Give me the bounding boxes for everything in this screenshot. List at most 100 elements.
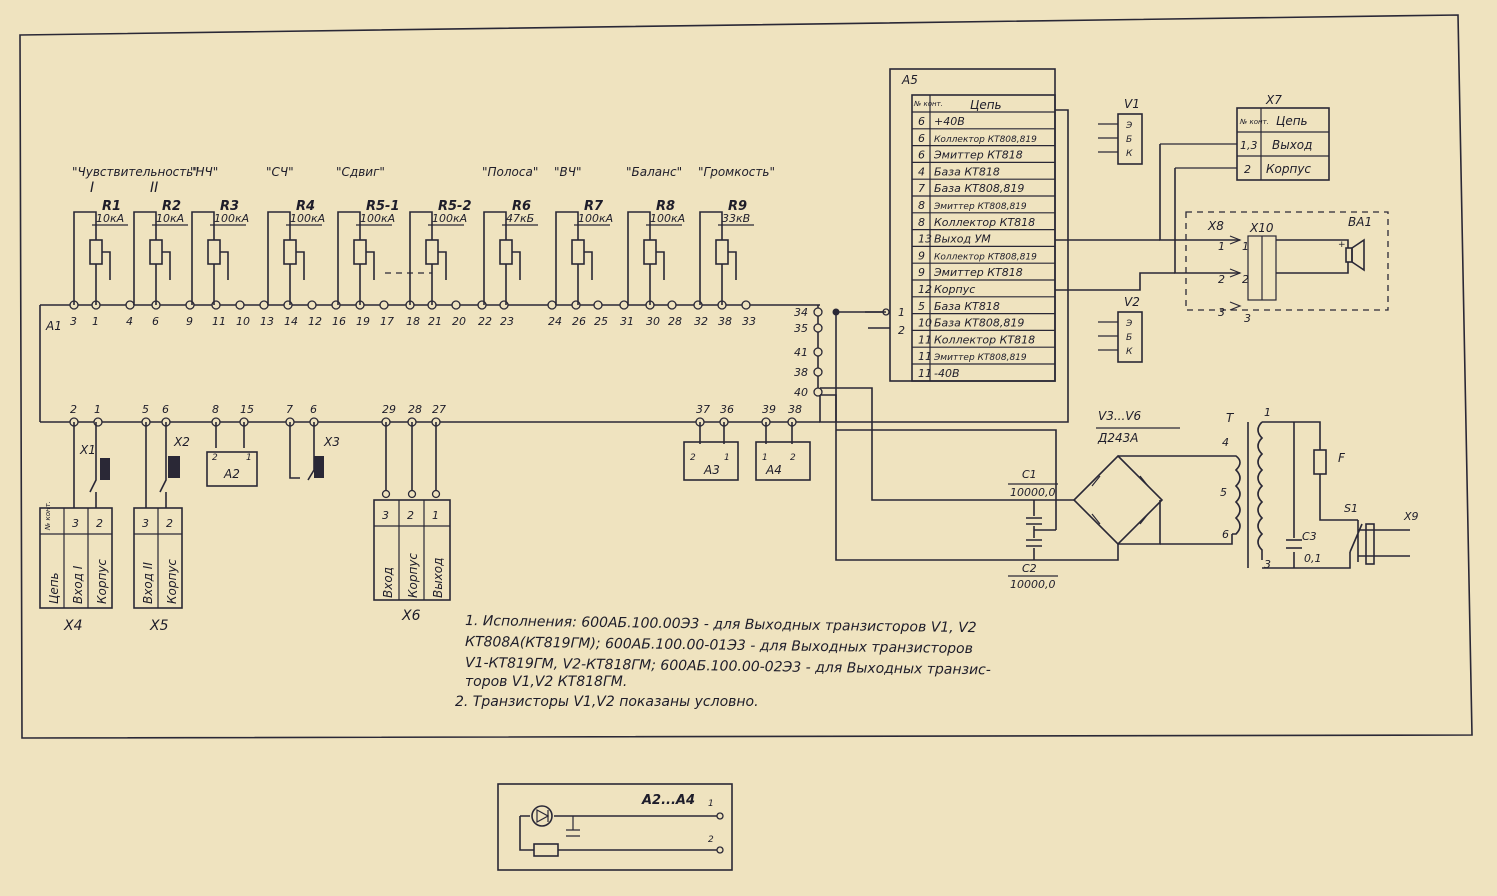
- pot-ref: R1: [102, 199, 121, 214]
- a1-top-pin-label: 23: [500, 315, 514, 328]
- a5-row-net: Выход УМ: [934, 233, 991, 246]
- v1-pin-k: К: [1126, 149, 1133, 159]
- notes: 1. Исполнения: 600АБ.100.00Э3 - для Выхо…: [455, 613, 991, 710]
- t-ref: T: [1226, 411, 1235, 425]
- a5-row-num: 6: [918, 115, 925, 128]
- a5-row-num: 7: [918, 182, 925, 195]
- a3-module: A3 2 1: [683, 422, 739, 481]
- a1-top-pin-label: 20: [452, 315, 466, 328]
- fuse-ref: F: [1338, 451, 1346, 465]
- pot-value: 100кА: [360, 212, 395, 225]
- x7-row1-num: 1,3: [1240, 139, 1258, 152]
- x5-label: X5: [149, 618, 169, 634]
- a5-row-net: База КТ818: [934, 165, 1000, 178]
- x6-h2: 1: [432, 509, 439, 522]
- a2-pin-2: 2: [212, 453, 218, 463]
- bridge-type: Д243А: [1097, 431, 1139, 445]
- a5-row-net: Эмиттер КТ808,819: [933, 353, 1027, 363]
- a4-pin-1: 1: [762, 453, 768, 463]
- transformer-secondary-icon: [1232, 455, 1241, 535]
- v1-transistor: V1 Э Б К: [1098, 97, 1143, 165]
- pot-value: 33кВ: [722, 212, 750, 225]
- a1-top-pin: [235, 300, 245, 310]
- controls-group: R110кА"Чувствительность"IR210кАIIR3100кА…: [72, 165, 775, 305]
- x7-row1-net: Выход: [1272, 138, 1312, 152]
- a5-row-num: 6: [918, 132, 925, 145]
- c3-ref: C3: [1302, 530, 1317, 543]
- x7-row2-net: Корпус: [1266, 162, 1311, 176]
- a3-label: A3: [703, 463, 720, 477]
- a1-bottom-pin-label: 36: [720, 403, 734, 416]
- x5-h0: 3: [142, 517, 149, 530]
- t-pin-3: 3: [1264, 558, 1271, 571]
- v2-pin-b: Б: [1126, 333, 1132, 343]
- x10-pin-3: 3: [1244, 312, 1251, 325]
- pot-value: 47кБ: [506, 212, 534, 225]
- t-pin-5: 5: [1220, 486, 1227, 499]
- a1-top-pin-label: 24: [548, 315, 562, 328]
- x1-label: X1: [79, 443, 96, 457]
- pot-value: 100кА: [578, 212, 613, 225]
- a1-bottom-pin-label: 38: [788, 403, 802, 416]
- bridge-ref: V3...V6: [1098, 409, 1141, 423]
- v2-transistor: V2 Э Б К: [1098, 295, 1143, 363]
- a1-top-pin: [741, 300, 751, 310]
- a5-header-num: № конт.: [913, 100, 943, 108]
- a1-top-pin: [259, 300, 269, 310]
- a1-top-pin-label: 25: [594, 315, 608, 328]
- a1-top-pin-label: 1: [92, 315, 99, 328]
- a1-right-pin: [813, 323, 823, 333]
- x8-label: X8: [1207, 219, 1224, 233]
- a5-row-num: 11: [918, 367, 932, 380]
- pot-value: 10кА: [156, 212, 184, 225]
- x3-connector: X3: [289, 422, 340, 481]
- pot-ref: R5-1: [366, 199, 400, 214]
- a1-right-pin: [813, 307, 823, 317]
- a1-bottom-pin-label: 1: [94, 403, 101, 416]
- pot-ref: R4: [296, 199, 315, 214]
- pot-function: "Баланс": [626, 165, 682, 179]
- pot-channel: II: [150, 180, 158, 196]
- resistor-icon: [571, 239, 585, 265]
- x6-h1: 2: [407, 509, 414, 522]
- x2-jack-icon: [168, 456, 180, 478]
- t-pin-4: 4: [1222, 436, 1229, 449]
- x8-pin-1: 1: [1218, 240, 1225, 253]
- x4-label: X4: [63, 618, 83, 634]
- x7-header-net: Цепь: [1276, 114, 1308, 128]
- detail-pin-2: 2: [708, 835, 714, 845]
- a1-right-pin: [813, 367, 823, 377]
- a1-top-pin: [125, 300, 135, 310]
- a5-row-net: Коллектор КТ818: [934, 216, 1035, 229]
- a5-label: A5: [901, 73, 918, 87]
- resistor-icon: [89, 239, 103, 265]
- a1-bottom-pin-label: 8: [212, 403, 219, 416]
- a5-row-num: 9: [918, 249, 925, 262]
- pot-function: "СЧ": [266, 165, 294, 179]
- a1-right-pin: [813, 387, 823, 397]
- a4-module: A4 1 2: [755, 422, 811, 481]
- a1-top-pin: [379, 300, 389, 310]
- note-line-3: V1-КТ819ГМ, V2-КТ818ГМ; 600АБ.100.00-02Э…: [465, 655, 991, 678]
- x7-row2-num: 2: [1244, 163, 1251, 176]
- detail-title: А2...А4: [641, 793, 695, 808]
- a2-pin-1: 1: [246, 453, 252, 463]
- t-pin-1: 1: [1264, 406, 1271, 419]
- resistor-icon: [499, 239, 513, 265]
- a5-row-num: 13: [918, 233, 932, 246]
- v2-pin-k: К: [1126, 347, 1133, 357]
- x8-pin-2: 2: [1218, 273, 1225, 286]
- a1-top-pin-label: 16: [332, 315, 346, 328]
- a1-top-pin: [547, 300, 557, 310]
- output-connectors: X8 X10 BA1 1 2 3 1 2 3 +: [1055, 144, 1389, 325]
- note-line-5: 2. Транзисторы V1,V2 показаны условно.: [455, 694, 759, 710]
- a5-row-net: -40В: [934, 367, 960, 380]
- transformer-primary-icon: [1257, 421, 1264, 560]
- detail-inset: А2...А4 1 2: [497, 783, 733, 871]
